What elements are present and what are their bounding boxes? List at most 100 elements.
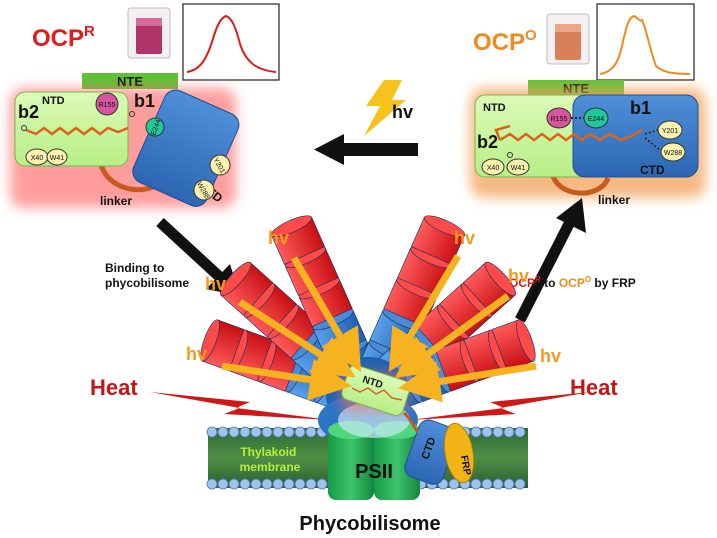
light-arrow: [398, 360, 537, 403]
frp-label: FRP: [458, 455, 472, 477]
lipid-head: [305, 426, 317, 438]
frp-conversion-label: OCPR to OCPO by FRP: [509, 275, 636, 290]
lipid-head: [250, 426, 262, 438]
residue-w288-orange-label: W288: [664, 150, 682, 157]
lipid-head: [470, 426, 482, 438]
lightning-bolt-icon: [364, 80, 406, 136]
lipid-head: [316, 478, 328, 490]
residue-x40-orange: [481, 158, 505, 176]
b1-label-orange: b1: [630, 98, 651, 118]
lipid-head: [272, 478, 284, 490]
membrane-label: Thylakoid membrane: [240, 445, 301, 474]
carotenoid-red: [21, 111, 135, 136]
lipid-head: [294, 426, 306, 438]
lipid-head: [250, 478, 262, 490]
light-arrow: [221, 358, 352, 401]
residue-e244-orange-label: E244: [588, 116, 604, 123]
linker-label-red: linker: [100, 194, 132, 208]
b1-label-red: b1: [134, 91, 155, 111]
lipid-head: [228, 426, 240, 438]
lipid-head: [217, 478, 229, 490]
residue-x40-orange-label: X40: [487, 165, 500, 172]
residue-e244-orange: [583, 107, 609, 129]
lipid-head: [272, 426, 284, 438]
lipid-head: [239, 478, 251, 490]
hv-label: hv: [268, 228, 289, 248]
lipid-head: [492, 478, 504, 490]
hv-label: hv: [186, 344, 207, 364]
lipid-head: [503, 478, 515, 490]
residue-w41-red: [46, 148, 68, 166]
nte-label-red: NTE: [117, 74, 143, 89]
b2-label-orange: b2: [477, 132, 498, 152]
residue-w288-orange: [660, 142, 686, 162]
linker-orange: [549, 171, 611, 196]
hv-label: hv: [508, 266, 529, 286]
rod-segment-cap: [484, 261, 516, 297]
ocp-orange-label: OCPO: [473, 27, 537, 56]
lipid-head: [228, 478, 240, 490]
ntd-label-orange: NTD: [483, 102, 506, 114]
residue-r155-red-label: R155: [99, 102, 116, 109]
lipid-head: [305, 478, 317, 490]
residue-r155-orange: [546, 107, 572, 129]
lipid-head: [217, 426, 229, 438]
lipid-head: [294, 478, 306, 490]
ocp-orange-panel: OCPO NTE linker NTD b1 b2 CTD R155 E244 …: [470, 3, 706, 207]
lipid-head: [283, 426, 295, 438]
lipid-head: [470, 478, 482, 490]
heat-right-label: Heat: [570, 375, 618, 400]
lipid-head: [206, 426, 218, 438]
reverse-arrow: [314, 134, 418, 165]
lipid-head: [261, 478, 273, 490]
lipid-head: [481, 426, 493, 438]
frp-protein: [443, 422, 475, 484]
residue-y201-orange: [657, 120, 683, 140]
rod-segment-cap: [270, 215, 313, 238]
light-arrow: [290, 256, 362, 373]
ocp-red-label: OCPR: [32, 23, 95, 52]
lipid-head: [514, 478, 526, 490]
lipid-head: [448, 478, 460, 490]
carotenoid-orange: [494, 124, 643, 158]
nte-bar-red: [82, 73, 178, 89]
linker-label-orange: linker: [598, 193, 630, 207]
residue-w41-red-label: W41: [50, 155, 65, 162]
residue-w288-red: [193, 179, 215, 201]
bound-ocp: NTD CTD FRP: [340, 364, 475, 485]
lipid-head: [239, 426, 251, 438]
hbond-w288: [644, 137, 661, 151]
residue-y201-orange-label: Y201: [662, 128, 678, 135]
red-absorption-spectrum: [182, 3, 280, 81]
rod-segment-cap: [423, 215, 466, 238]
residue-r155-orange-label: R155: [551, 116, 568, 123]
rod-segment-cap: [200, 319, 220, 362]
hv-label: hv: [454, 228, 475, 248]
light-arrow: [394, 293, 511, 379]
residue-y201-red: [209, 154, 231, 176]
residue-w41-orange: [506, 158, 530, 176]
lipid-head: [514, 426, 526, 438]
b2-label-red: b2: [18, 102, 39, 122]
residue-e244-red: [145, 117, 165, 137]
lipid-head: [492, 426, 504, 438]
residue-r155-red: [95, 92, 119, 116]
rod-segment-cap: [516, 319, 536, 362]
ntd-label-red: NTD: [42, 95, 65, 107]
binding-label: Binding to phycobilisome: [105, 261, 189, 290]
lipid-head: [261, 426, 273, 438]
red-cuvette-image: [127, 7, 171, 59]
hv-label: hv: [540, 346, 561, 366]
heat-left-bolt: [150, 392, 330, 420]
light-arrows: hv hv hv hv hv hv: [186, 228, 561, 403]
orange-absorption-spectrum: [596, 3, 695, 81]
lipid-head: [206, 478, 218, 490]
lipid-head: [481, 478, 493, 490]
hv-label: hv: [205, 274, 226, 294]
frp-arrow: [515, 198, 586, 323]
ctd-label-orange: CTD: [640, 163, 665, 177]
orange-cuvette-image: [546, 13, 590, 65]
ocp-red-panel: OCPR NTE linker NTD b2 b1 CTD R155 E244 …: [10, 3, 280, 208]
lipid-head: [503, 426, 515, 438]
